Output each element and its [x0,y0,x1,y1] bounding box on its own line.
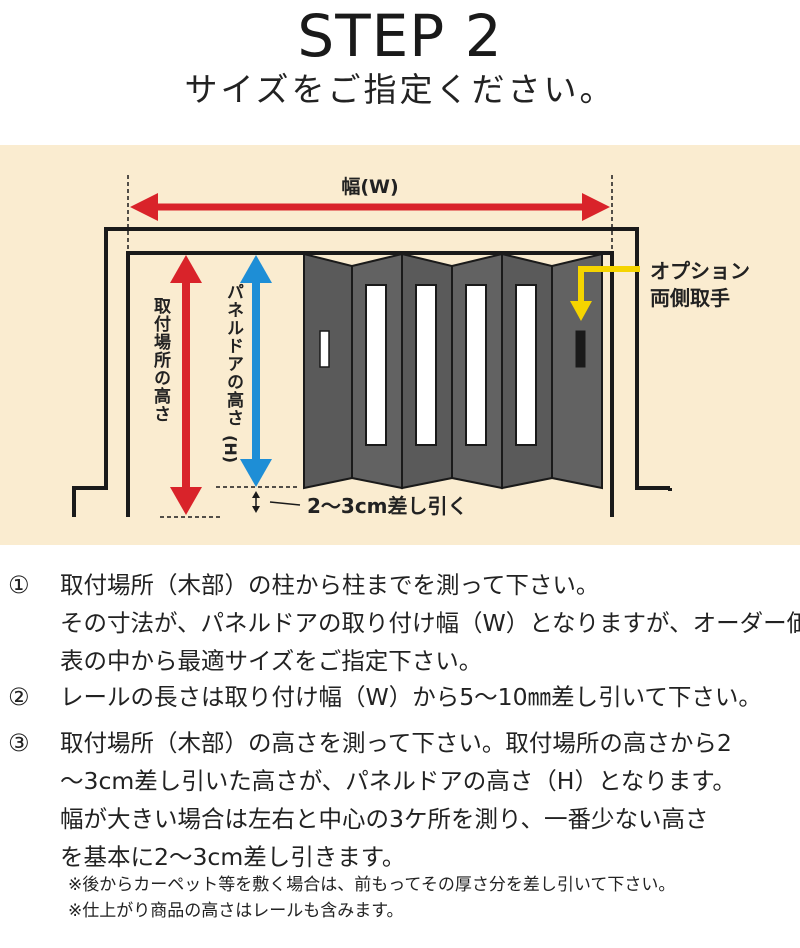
instruction-number: ② [8,683,30,711]
instruction-text: 幅が大きい場合は左右と中心の3ケ所を測り、一番少ない高さ [60,805,709,833]
panel-door [303,252,603,490]
instruction-text: 取付場所（木部）の高さを測って下さい。取付場所の高さから2 [60,729,732,757]
note-line: ※後からカーペット等を敷く場合は、前もってその厚さ分を差し引いて下さい。 [68,875,676,895]
instruction-number: ③ [8,729,30,757]
instruction-text: を基本に2〜3cm差し引きます。 [60,843,406,871]
door-height-label: パネルドアの高さ [223,283,243,427]
door-height-arrow [240,255,272,487]
size-diagram: 幅(W) 2〜3cm差し引く [0,145,800,545]
instruction-text: その寸法が、パネルドアの取り付け幅（W）となりますが、オーダー価格 [60,609,800,637]
instruction-text: 〜3cm差し引いた高さが、パネルドアの高さ（H）となります。 [60,767,736,795]
diagram-svg: 幅(W) 2〜3cm差し引く [0,145,800,545]
notes: ※後からカーペット等を敷く場合は、前もってその厚さ分を差し引いて下さい。 ※仕上… [68,872,788,924]
note-line: ※仕上がり商品の高さはレールも含みます。 [68,901,404,921]
gap-indicator [252,491,301,513]
option-arrow [570,266,640,321]
door-height-label-h: (H) [221,435,240,464]
instruction-text: レールの長さは取り付け幅（W）から5〜10㎜差し引いて下さい。 [60,683,762,711]
opening-inner-frame [126,251,614,517]
mount-height-arrow [170,255,202,515]
gap-label: 2〜3cm差し引く [307,494,468,518]
step-title: STEP 2 [297,2,503,70]
width-label: 幅(W) [341,175,398,198]
option-label-line2: 両側取手 [650,286,730,310]
instruction-text: 取付場所（木部）の柱から柱までを測って下さい。 [60,571,600,599]
instruction-text: 表の中から最適サイズをご指定下さい。 [60,647,483,675]
width-arrow [130,193,610,221]
mount-height-label: 取付場所の高さ [150,297,170,423]
step-subtitle: サイズをご指定ください。 [184,70,616,109]
instruction-number: ① [8,571,30,599]
option-label-line1: オプション [650,259,750,283]
